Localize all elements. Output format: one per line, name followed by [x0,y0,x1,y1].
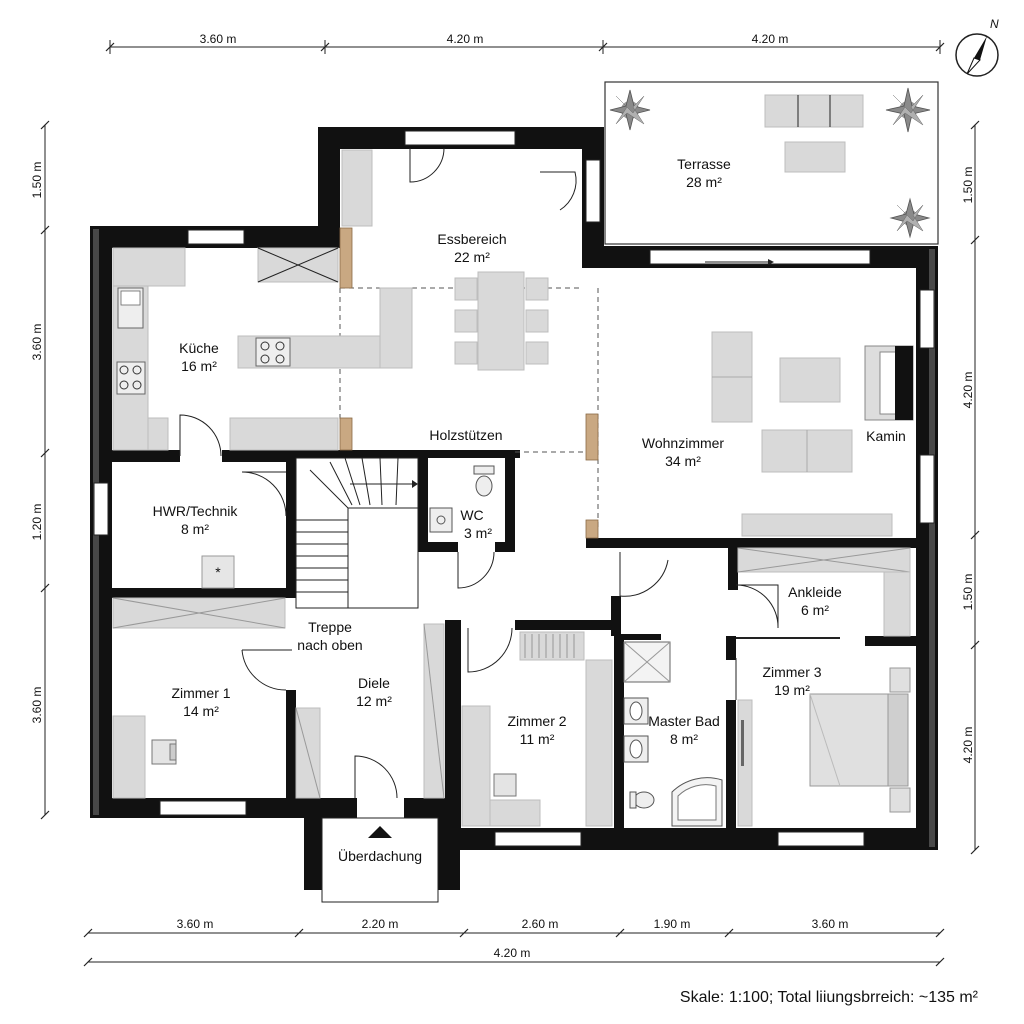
toilet-icon [629,791,655,809]
room-name-wc: WC [460,507,483,523]
chair-icon [151,739,177,765]
dim-top-3: 4.20 m [752,32,789,46]
room-name-masterbad: Master Bad [648,713,720,729]
dim-top-1: 3.60 m [200,32,237,46]
room-area-zimmer1: 14 m² [183,703,219,719]
dim-right-2: 4.20 m [961,372,975,409]
cooktop-icon [255,337,291,367]
dim-bottom-2: 2.20 m [362,917,399,931]
boiler-icon: * [201,555,235,589]
terrace [604,81,939,245]
dim-bottom-3: 2.60 m [522,917,559,931]
room-name-zimmer3: Zimmer 3 [762,664,821,680]
room-name-zimmer1: Zimmer 1 [171,685,230,701]
dim-bottom-total: 4.20 m [494,946,531,960]
plant-icon [889,197,931,239]
plant-icon [885,87,931,133]
dim-bottom-1: 3.60 m [177,917,214,931]
label-kamin: Kamin [866,428,906,444]
entrance-arrow-icon [368,826,392,838]
furniture: * [112,149,914,903]
room-area-essbereich: 22 m² [454,249,490,265]
dim-bottom-4: 1.90 m [654,917,691,931]
label-holzstuetzen: Holzstützen [429,427,502,443]
room-name-kueche: Küche [179,340,219,356]
label-treppe-line2: nach oben [297,637,362,653]
fireplace-icon [864,345,914,421]
north-label: N [990,17,999,31]
bathtub-icon [671,777,723,827]
dim-right-1: 1.50 m [961,167,975,204]
wood-post [585,519,599,539]
room-area-zimmer3: 19 m² [774,682,810,698]
room-area-kueche: 16 m² [181,358,217,374]
shower-icon [623,641,671,683]
wood-post [339,227,353,289]
chair-icon [493,773,517,797]
doors [179,147,840,799]
dim-top-2: 4.20 m [447,32,484,46]
scale-note: Skale: 1:100; Total liiungsbrreich: ~135… [680,989,979,1006]
room-area-diele: 12 m² [356,693,392,709]
room-area-masterbad: 8 m² [670,731,698,747]
dim-left-4: 3.60 m [30,687,44,724]
toilet-icon [473,465,495,497]
room-labels: Terrasse 28 m² Essbereich 22 m² Küche 16… [153,156,906,864]
dim-right-3: 1.50 m [961,574,975,611]
stove-icon [116,361,146,395]
svg-text:*: * [215,564,221,580]
dimension-labels: 3.60 m 4.20 m 4.20 m 1.50 m 3.60 m 1.20 … [30,32,975,960]
room-area-hwr: 8 m² [181,521,209,537]
windows [93,130,935,847]
label-ueberdachung: Überdachung [338,847,422,864]
dim-bottom-5: 3.60 m [812,917,849,931]
room-area-wohnzimmer: 34 m² [665,453,701,469]
washbasin-icon [623,697,649,763]
plant-icon [609,89,651,131]
room-area-ankleide: 6 m² [801,602,829,618]
dimension-lines [40,40,980,967]
room-name-wohnzimmer: Wohnzimmer [642,435,725,451]
room-name-essbereich: Essbereich [437,231,506,247]
wood-post [585,413,599,461]
label-treppe-line1: Treppe [308,619,352,635]
dim-left-1: 1.50 m [30,162,44,199]
dim-left-3: 1.20 m [30,504,44,541]
bed-icon [809,667,911,813]
room-name-terrasse: Terrasse [677,156,731,172]
room-name-diele: Diele [358,675,390,691]
room-name-ankleide: Ankleide [788,584,842,600]
room-area-zimmer2: 11 m² [520,731,555,747]
stair-icon [295,457,419,609]
dim-right-4: 4.20 m [961,727,975,764]
room-area-terrasse: 28 m² [686,174,722,190]
room-name-hwr: HWR/Technik [153,503,239,519]
washbasin-icon [429,507,453,533]
room-name-zimmer2: Zimmer 2 [507,713,566,729]
north-arrow-icon: N [955,17,999,77]
wood-post [339,417,353,451]
room-area-wc: 3 m² [464,525,492,541]
dim-left-2: 3.60 m [30,324,44,361]
